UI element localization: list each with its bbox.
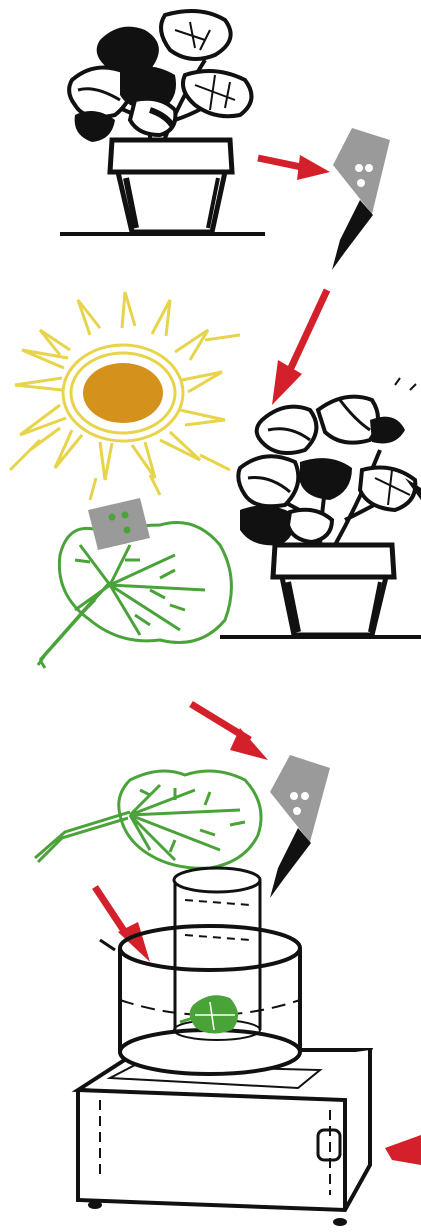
- arrow-icon: [272, 290, 327, 405]
- sun-icon: [10, 292, 240, 500]
- arrow-icon: [385, 1135, 421, 1165]
- tape-on-blade-icon: [270, 755, 330, 898]
- arrow-icon: [191, 704, 268, 760]
- tape-on-blade-icon: [332, 128, 390, 270]
- potted-plant-icon: [60, 11, 265, 234]
- leaf-icon: [35, 771, 261, 868]
- leaf-with-tape-icon: [38, 498, 231, 668]
- arrow-icon: [258, 155, 330, 180]
- potted-plant-icon: [220, 378, 421, 637]
